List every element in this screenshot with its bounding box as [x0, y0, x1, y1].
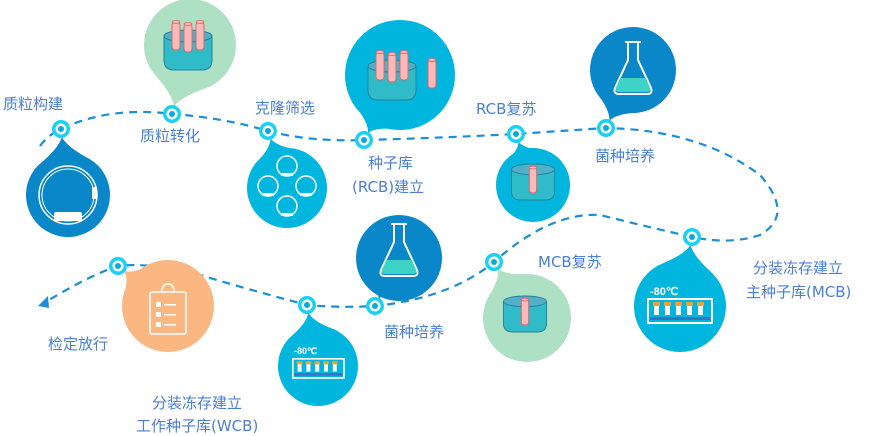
step-label-rcb-line1: 种子库 [368, 154, 413, 172]
step-label-mcb-line2: 主种子库(MCB) [746, 283, 851, 301]
step-node-marker [298, 296, 316, 314]
step-bubble [122, 260, 214, 352]
step-label-wcb-line1: 分装冻存建立 [152, 394, 242, 412]
step-node-marker [507, 125, 525, 143]
step-node-marker [485, 253, 503, 271]
step-label-rcb-line2: (RCB)建立 [352, 178, 424, 196]
step-node-marker [355, 131, 373, 149]
step-node-marker [597, 119, 615, 137]
freezer-rack-icon [291, 357, 345, 379]
step-label-culture-1: 菌种培养 [595, 147, 655, 165]
plasmid-icon [38, 165, 98, 225]
step-label-culture-2: 菌种培养 [384, 323, 444, 341]
step-node-marker [163, 105, 181, 123]
step-label-clone-screening: 克隆筛选 [255, 99, 315, 117]
step-bubble [356, 215, 442, 301]
step-node-marker [366, 297, 384, 315]
step-label-mcb-line1: 分装冻存建立 [753, 259, 843, 277]
step-label-rcb-revival: RCB复苏 [476, 100, 536, 118]
checklist-icon [149, 283, 187, 335]
arrow-head-icon [38, 296, 49, 308]
step-label-plasmid-construction: 质粒构建 [3, 95, 63, 113]
step-node-marker [52, 120, 70, 138]
step-bubble [247, 138, 327, 228]
freezer-rack-icon [647, 298, 713, 324]
step-bubble [590, 27, 676, 121]
step-label-mcb-revival: MCB复苏 [538, 253, 602, 271]
step-bubble [26, 136, 110, 237]
process-path [39, 110, 779, 308]
wcb-temperature-label: -80℃ [294, 346, 317, 356]
step-node-marker [683, 228, 701, 246]
step-node-marker [259, 122, 277, 140]
step-label-plasmid-transformation: 质粒转化 [140, 127, 200, 145]
step-label-release: 检定放行 [48, 335, 108, 353]
step-node-marker [109, 257, 127, 275]
step-label-wcb-line2: 工作种子库(WCB) [136, 417, 258, 435]
beaker-tube-icon [502, 295, 548, 333]
mcb-temperature-label: -80℃ [650, 286, 678, 298]
beaker-tube-icon [510, 163, 556, 201]
culture-plates-icon [257, 155, 317, 217]
